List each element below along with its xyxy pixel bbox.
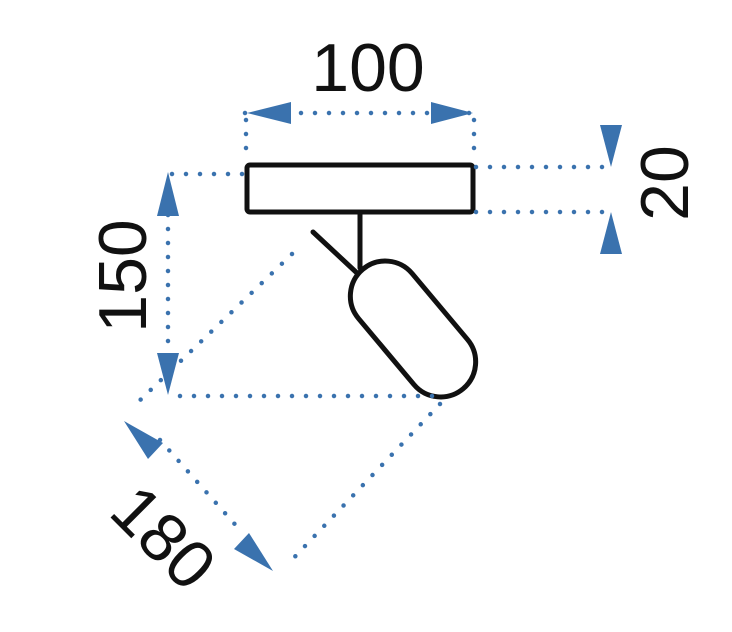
arm-upper-extension (132, 251, 295, 408)
width-label: 100 (311, 30, 424, 106)
width-arrow-right (431, 102, 473, 124)
ceiling-plate (244, 162, 476, 215)
dimension-lines (124, 102, 622, 571)
width-arrow-left (247, 102, 291, 124)
fixture-drawing (244, 162, 479, 400)
spotlight-head (347, 258, 479, 400)
arm-arrow-upper (124, 421, 163, 459)
height-label: 150 (85, 219, 161, 332)
height-arrow-bottom (157, 353, 179, 395)
thickness-arrow-top (600, 125, 622, 167)
arm-label: 180 (96, 471, 230, 605)
thickness-label: 20 (627, 145, 703, 221)
arm-arrow-lower (234, 533, 273, 571)
arm-lower-extension (284, 401, 443, 568)
height-arrow-top (157, 172, 179, 216)
thickness-arrow-bottom (600, 212, 622, 254)
fixture-arm (310, 229, 360, 276)
